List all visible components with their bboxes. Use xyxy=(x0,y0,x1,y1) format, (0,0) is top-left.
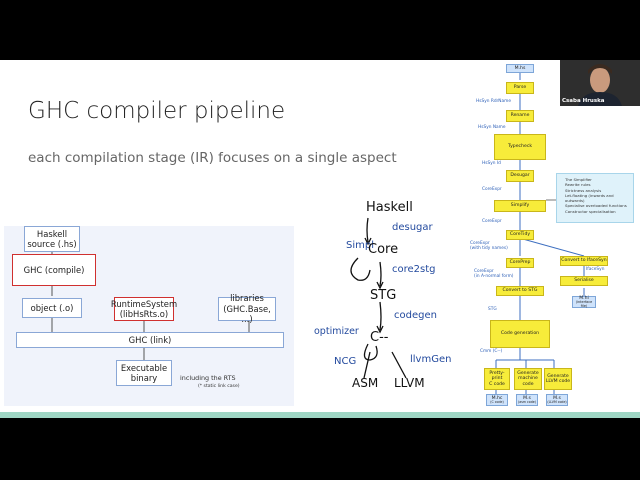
flow-mhc: M.hc (C code) xyxy=(486,394,508,406)
static-link-note: (* static link case) xyxy=(198,384,240,389)
flow-ms-1-sub: (asm code) xyxy=(518,401,536,405)
flow-mhi: M.hi (interface file) xyxy=(572,296,596,308)
ghc-link-box: GHC (link) xyxy=(16,332,284,348)
hand-llvmgen: llvmGen xyxy=(410,354,451,365)
flow-stg: STG xyxy=(488,308,497,313)
hand-llvm: LLVM xyxy=(394,376,425,390)
simplifier-notes: The Simplifier Rewrite rules Strictness … xyxy=(556,173,634,223)
note-5: Specialise overloaded functions xyxy=(565,203,631,208)
flow-ifacesyn: IfaceSyn xyxy=(586,268,604,273)
flow-hssyn-rdrname: HsSyn RdrName xyxy=(476,100,511,105)
note-4: Let-floating (inwards and outwards) xyxy=(565,193,631,204)
flow-mhs: M.hs xyxy=(506,64,534,73)
ghc-compile-box: GHC (compile) xyxy=(12,254,96,286)
flow-convert-stg: Convert to STG xyxy=(496,286,544,296)
libraries-box: libraries (GHC.Base, ...) xyxy=(218,297,276,321)
hand-cmm: C-- xyxy=(370,330,388,345)
hand-haskell: Haskell xyxy=(366,200,413,215)
hand-core: Core xyxy=(368,242,398,257)
ghc-flowchart: M.hs Parse HsSyn RdrName Rename HsSyn Na… xyxy=(456,60,640,412)
flow-rename: Rename xyxy=(506,110,534,122)
flowchart-arrows xyxy=(456,60,640,412)
flow-parse: Parse xyxy=(506,82,534,94)
slide-subtitle: each compilation stage (IR) focuses on a… xyxy=(28,150,397,166)
hand-stg: STG xyxy=(370,288,396,303)
hand-desugar: desugar xyxy=(392,222,433,233)
flow-typecheck: Typecheck xyxy=(494,134,546,160)
flow-coretidy: CoreTidy xyxy=(506,230,534,240)
object-box: object (.o) xyxy=(22,298,82,318)
flow-desugar: Desugar xyxy=(506,170,534,182)
flow-mhc-sub: (C code) xyxy=(490,401,503,405)
slide: GHC compiler pipeline each compilation s… xyxy=(0,60,640,412)
runtime-system-box: RuntimeSystem (libHsRts.o) xyxy=(114,297,174,321)
hand-optimizer: optimizer xyxy=(314,326,359,337)
build-diagram-panel: Haskell source (.hs) GHC (compile) objec… xyxy=(4,226,294,406)
flow-hssyn-name: HsSyn Name xyxy=(478,126,506,131)
flow-codegen: Code generation xyxy=(490,320,550,348)
flow-pretty-print: Pretty-print C code xyxy=(484,368,510,390)
flow-ms-2: M.s (LLVM code) xyxy=(546,394,568,406)
including-rts-note: including the RTS xyxy=(180,374,236,382)
top-black-bar xyxy=(0,0,640,60)
hand-codegen: codegen xyxy=(394,310,437,321)
flow-gen-llvm: Generate LLVM code xyxy=(544,368,572,390)
haskell-source-box: Haskell source (.hs) xyxy=(24,226,80,252)
note-6: Constructor specialisation xyxy=(565,209,631,214)
executable-box: Executable binary xyxy=(116,360,172,386)
speaker-name: Csaba Hruska xyxy=(562,98,604,104)
slide-title: GHC compiler pipeline xyxy=(28,98,285,124)
flow-convert-ifacesyn: Convert to IfaceSyn xyxy=(560,256,608,266)
hand-core2stg: core2stg xyxy=(392,264,436,275)
bottom-accent-bar xyxy=(0,412,640,418)
flow-serialise: Serialise xyxy=(560,276,608,286)
hand-asm: ASM xyxy=(352,376,378,390)
flow-hssyn-id: HsSyn Id xyxy=(482,162,501,167)
flow-coreexpr-anf: CoreExpr (in A-normal form) xyxy=(474,270,513,279)
flow-coreexpr-tidy: CoreExpr (with tidy names) xyxy=(470,242,508,251)
flow-coreexpr-1: CoreExpr xyxy=(482,188,502,193)
webcam-feed: Csaba Hruska xyxy=(560,60,640,106)
flow-coreprep: CorePrep xyxy=(506,258,534,268)
flow-ms-2-sub: (LLVM code) xyxy=(547,401,566,405)
flow-cmm: Cmm (C--) xyxy=(480,350,502,355)
flow-mhi-sub: (interface file) xyxy=(573,301,595,308)
flow-gen-machine: Generate machine code xyxy=(514,368,542,390)
flow-coreexpr-2: CoreExpr xyxy=(482,220,502,225)
flow-simplify: Simplify xyxy=(494,200,546,212)
hand-ncg: NCG xyxy=(334,356,356,367)
flow-ms-1: M.s (asm code) xyxy=(516,394,538,406)
